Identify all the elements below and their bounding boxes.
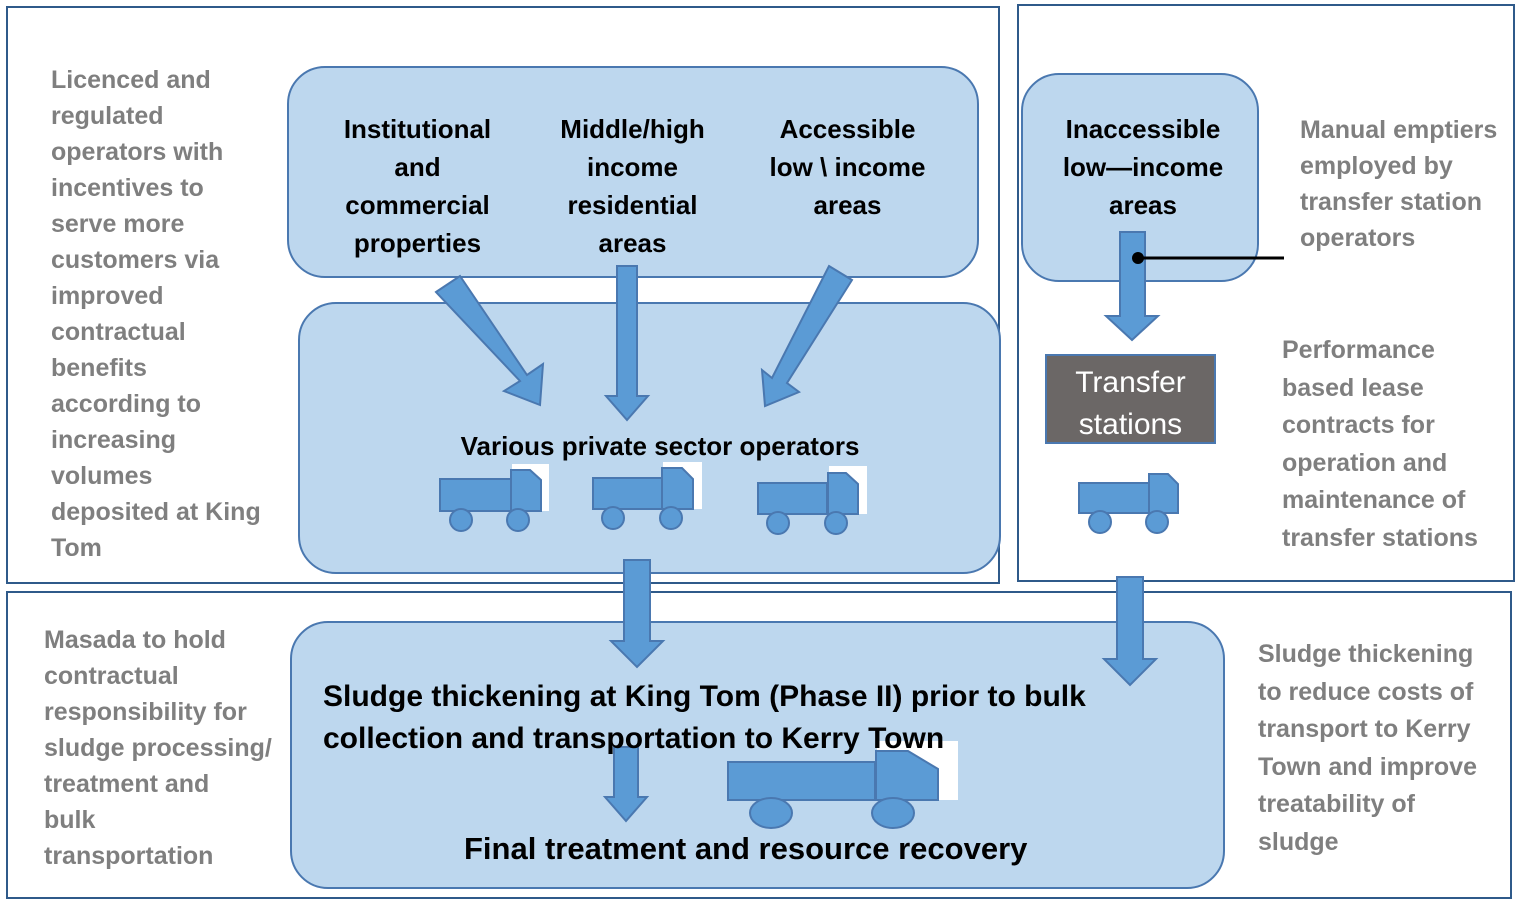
- arrow-inaccessible: [1103, 231, 1161, 342]
- bottom-frame: [6, 591, 1512, 899]
- inaccessible-low-label: Inaccessible low—income areas: [1062, 114, 1224, 220]
- top-left-frame: [6, 6, 1000, 584]
- arrow-to-final-treatment: [602, 746, 650, 823]
- institutional-label: Institutional and commercial properties: [343, 114, 492, 258]
- transfer-stations-box: Transfer stations: [1045, 354, 1216, 444]
- sources-box: [287, 66, 979, 278]
- arrow-accessible-low: [760, 264, 854, 408]
- truck-icon-3: [757, 466, 867, 535]
- operators-box: [298, 302, 1001, 574]
- right-top-note: Manual emptiers employed by transfer sta…: [1300, 116, 1498, 252]
- top-right-frame: [1017, 4, 1515, 582]
- middle-high-label: Middle/high income residential areas: [560, 114, 705, 258]
- left-top-note: Licenced and regulated operators with in…: [51, 66, 261, 562]
- final-treatment-label: Final treatment and resource recovery: [464, 831, 1028, 866]
- connector-dot: [1132, 252, 1144, 264]
- thickening-label: Sludge thickening at King Tom (Phase II)…: [323, 680, 1086, 755]
- truck-icon-2: [592, 462, 702, 530]
- bulk-truck-icon: [727, 741, 958, 829]
- right-bottom-note: Sludge thickening to reduce costs of tra…: [1258, 640, 1477, 856]
- king-tom-box: [290, 621, 1225, 889]
- arrow-operators-to-king-tom: [608, 559, 666, 669]
- arrow-transfer-to-king-tom: [1101, 576, 1159, 687]
- arrow-institutional: [434, 274, 545, 407]
- truck-icon-transfer: [1078, 473, 1179, 534]
- left-bottom-note: Masada to hold contractual responsibilit…: [44, 626, 272, 870]
- operators-label: Various private sector operators: [460, 431, 860, 461]
- accessible-low-label: Accessible low \ income areas: [769, 114, 926, 220]
- truck-icon-1: [439, 464, 549, 532]
- right-mid-note: Performance based lease contracts for op…: [1282, 336, 1478, 552]
- arrow-middle-high: [603, 265, 651, 422]
